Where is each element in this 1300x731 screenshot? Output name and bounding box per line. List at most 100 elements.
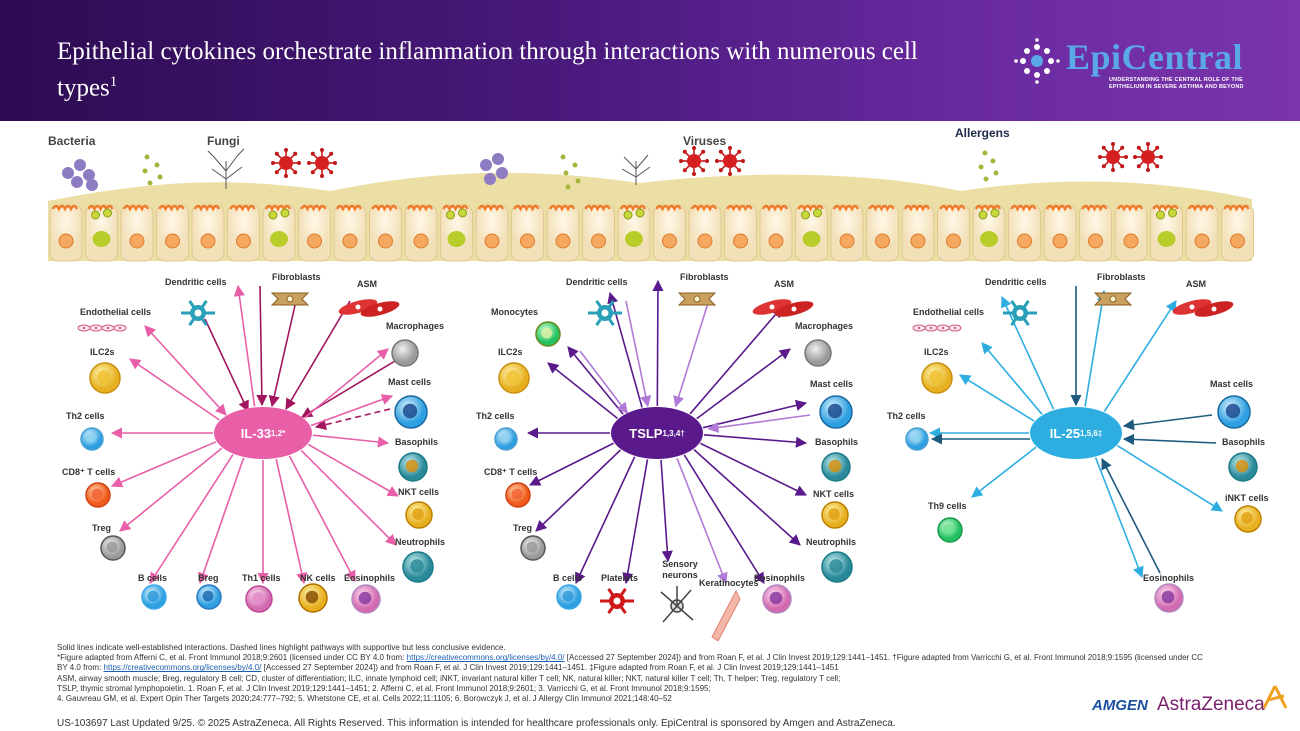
neutrophil-icon [821,551,853,583]
epithelial-cell [972,204,1006,262]
license-link-1[interactable]: https://creativecommons.org/licenses/by/… [406,653,565,663]
virus-icon [1098,142,1128,172]
epithelial-cell [298,204,331,262]
fibroblast-icon [677,292,717,306]
virus-icon [1133,142,1163,172]
tslp-label-mast: Mast cells [810,379,854,389]
epithelial-cell [759,204,793,262]
il33-label-basophils: Basophils [395,437,439,447]
footnote-references-1: TSLP, thymic stromal lymphopoietin. 1. R… [57,683,711,693]
epithelial-cell [866,204,899,262]
arrow-il33-to-endothelial [144,325,227,416]
arrow-mast-to-il25 [1122,414,1213,431]
arrow-il25-to-asm [1103,300,1177,412]
license-link-2[interactable]: https://creativecommons.org/licenses/by/… [103,663,262,673]
sensory-neuron-icon [660,586,694,623]
arrow-il25-to-dendritic [1001,295,1055,410]
arrow-il33-to-nk [275,458,308,585]
label-bacteria: Bacteria [48,134,96,148]
tslp-label-macrophages: Macrophages [795,321,854,331]
asm-icon [1172,299,1234,317]
epithelial-cell [688,204,722,262]
epithelial-cell [511,204,544,262]
tslp-label-nkt: NKT cells [813,489,855,499]
nkt-cell-icon [821,501,849,529]
arrow-tslp-to-fibroblasts [652,279,664,407]
epithelial-cell [653,204,686,262]
arrow-il33-to-dendritic [233,284,256,407]
tslp-label-ilc2s: ILC2s [498,347,523,357]
arrow-tslp-to-neutrophils [693,449,801,546]
il33-label-mast: Mast cells [388,377,432,387]
basophil-icon [398,452,428,482]
il33-label-endothelial: Endothelial cells [80,307,152,317]
arrow-il33-to-ilc2s [129,358,220,421]
il33-label-macrophages: Macrophages [386,321,445,331]
tslp-label-monocytes: Monocytes [491,307,539,317]
il25-label-basophils: Basophils [1222,437,1266,447]
dendritic-cell-icon [1003,300,1037,326]
il33-label-nkt: NKT cells [398,487,440,497]
arrow-tslp-to-treg [535,449,622,532]
arrow-il33-to-bcells [149,454,234,584]
arrow-il33-to-dendritic [256,285,268,407]
epithelial-cell [369,204,402,262]
keratinocyte-icon [711,589,741,641]
copyright-line: US-103697 Last Updated 9/25. © 2025 Astr… [57,718,896,729]
arrow-fibroblasts-to-tslp [673,302,709,408]
tslp-label-platelets: Platelets [601,573,639,583]
arrow-tslp-to-mast [702,399,808,429]
epithelial-cell [85,204,118,262]
epithelial-cell [795,204,828,262]
cell-icons [77,292,1262,641]
b-cell-icon [141,584,167,610]
epithelial-cell [830,204,864,262]
arrow-il33-to-eosinophils [288,455,356,582]
arrow-tslp-to-sensory [660,459,673,563]
arrow-il25-to-inkt [1117,445,1223,512]
th2-cell-icon [80,427,104,451]
treg-icon [520,535,546,561]
il33-label-th2: Th2 cells [66,411,105,421]
fibroblast-icon [270,292,310,306]
astrazeneca-logo: AstraZeneca [1157,694,1265,715]
arrow-tslp-to-platelets [622,459,649,585]
arrow-asm-to-il33 [285,300,351,410]
arrow-tslp-to-keratinocytes [676,458,728,585]
epithelial-cell [475,204,509,262]
nkt-cell-icon [405,501,433,529]
basophil-icon [1228,452,1258,482]
virus-icon [307,148,337,178]
tslp-label-bcells: B cells [553,573,583,583]
tslp-label-treg: Treg [513,523,533,533]
tslp-label-dendritic: Dendritic cells [566,277,628,287]
ilc2-icon [498,362,530,394]
virus-icon [679,146,709,176]
endothelial-cell-icon [77,324,127,332]
il25-label-asm: ASM [1186,279,1206,289]
il25-label-endothelial: Endothelial cells [913,307,985,317]
monocyte-icon [535,321,561,347]
il33-label-dendritic: Dendritic cells [165,277,227,287]
inkt-cell-icon [1234,505,1262,533]
epithelial-cell [901,204,935,262]
il33-label-asm: ASM [357,279,377,289]
logo-name: EpiCentral [1066,37,1244,77]
macrophage-icon [391,339,419,367]
arrow-basophils-to-il25 [1122,433,1217,446]
il25-label-fibroblasts: Fibroblasts [1097,272,1146,282]
arrow-il33-to-treg [119,447,223,532]
epithelial-cell [1221,204,1254,262]
arrow-il33-to-breg [198,457,245,585]
epithelial-cell [404,204,438,262]
arrow-tslp-to-dendritic [607,291,643,408]
header-banner: Epithelial cytokines orchestrate inflamm… [0,0,1300,121]
asm-icon [752,299,814,317]
virus-icon [271,142,1163,178]
nk-cell-icon [298,583,328,613]
arrow-il25-to-fibroblasts [1084,289,1108,407]
arrow-il33-to-nkt [307,443,399,497]
asm-icon [338,299,400,317]
